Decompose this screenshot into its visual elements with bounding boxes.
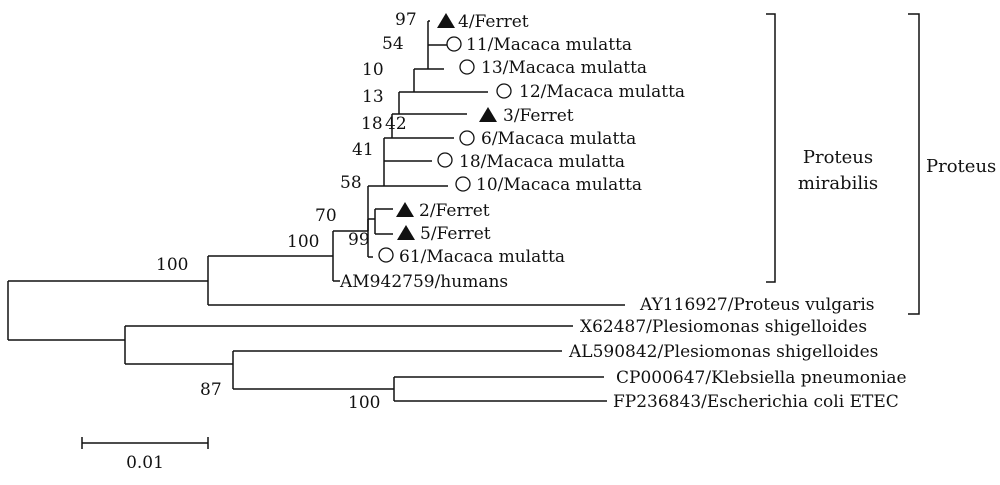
tree-branches	[7, 20, 625, 402]
taxon-label-13-macaca: 13/Macaca mulatta	[481, 58, 647, 78]
ferret-markers	[396, 13, 497, 240]
open-circle-icon	[459, 59, 475, 75]
taxon-label-2-ferret: 2/Ferret	[419, 201, 490, 221]
open-circle-icon	[378, 247, 394, 263]
taxon-label-18-macaca: 18/Macaca mulatta	[459, 152, 625, 172]
taxon-label-10-macaca: 10/Macaca mulatta	[476, 175, 642, 195]
bootstrap-value: 100	[287, 232, 319, 252]
bootstrap-value: 18	[361, 114, 383, 134]
clade-label-proteus-mirabilis-line1: Proteus	[803, 147, 873, 168]
taxon-labels: 4/Ferret 11/Macaca mulatta 13/Macaca mul…	[339, 12, 907, 412]
bootstrap-values: 97 54 10 13 18 42 41 58 70 100 99 100 87…	[156, 10, 417, 413]
taxon-label-cp000647: CP000647/Klebsiella pneumoniae	[616, 368, 907, 388]
bootstrap-value: 13	[362, 87, 384, 107]
filled-triangle-icon	[479, 107, 497, 122]
open-circle-icon	[455, 176, 471, 192]
bootstrap-value: 41	[352, 140, 374, 160]
clade-label-proteus: Proteus	[926, 156, 996, 177]
open-circle-icon	[446, 36, 462, 52]
clade-label-proteus-mirabilis-line2: mirabilis	[798, 173, 878, 194]
taxon-label-12-macaca: 12/Macaca mulatta	[519, 82, 685, 102]
taxon-label-3-ferret: 3/Ferret	[503, 106, 574, 126]
bootstrap-value: 97	[395, 10, 417, 30]
proteus-mirabilis-bracket	[766, 13, 776, 283]
taxon-label-4-ferret: 4/Ferret	[458, 12, 529, 32]
bootstrap-value: 100	[156, 255, 188, 275]
filled-triangle-icon	[397, 225, 415, 240]
taxon-label-x62487: X62487/Plesiomonas shigelloides	[580, 317, 867, 337]
bootstrap-value: 54	[382, 34, 404, 54]
scale-bar-label: 0.01	[126, 453, 164, 473]
macaca-markers	[378, 36, 512, 263]
bootstrap-value: 58	[340, 173, 362, 193]
bootstrap-value: 87	[200, 380, 222, 400]
taxon-label-6-macaca: 6/Macaca mulatta	[481, 129, 636, 149]
taxon-label-5-ferret: 5/Ferret	[420, 224, 491, 244]
taxon-label-fp236843: FP236843/Escherichia coli ETEC	[613, 392, 899, 412]
bootstrap-value: 70	[315, 206, 337, 226]
taxon-label-11-macaca: 11/Macaca mulatta	[466, 35, 632, 55]
open-circle-icon	[437, 152, 453, 168]
taxon-label-ay116927: AY116927/Proteus vulgaris	[639, 295, 875, 315]
clade-labels: Proteus mirabilis Proteus	[798, 147, 996, 194]
bootstrap-value: 10	[362, 60, 384, 80]
filled-triangle-icon	[437, 13, 455, 28]
bootstrap-value: 100	[348, 393, 380, 413]
filled-triangle-icon	[396, 202, 414, 217]
taxon-label-al590842: AL590842/Plesiomonas shigelloides	[568, 342, 878, 362]
proteus-bracket	[908, 13, 920, 315]
bootstrap-value: 42	[385, 114, 407, 134]
open-circle-icon	[459, 130, 475, 146]
taxon-label-am942759: AM942759/humans	[339, 272, 508, 292]
taxon-label-61-macaca: 61/Macaca mulatta	[399, 247, 565, 267]
bootstrap-value: 99	[348, 230, 370, 250]
scale-bar	[81, 437, 209, 449]
open-circle-icon	[496, 83, 512, 99]
